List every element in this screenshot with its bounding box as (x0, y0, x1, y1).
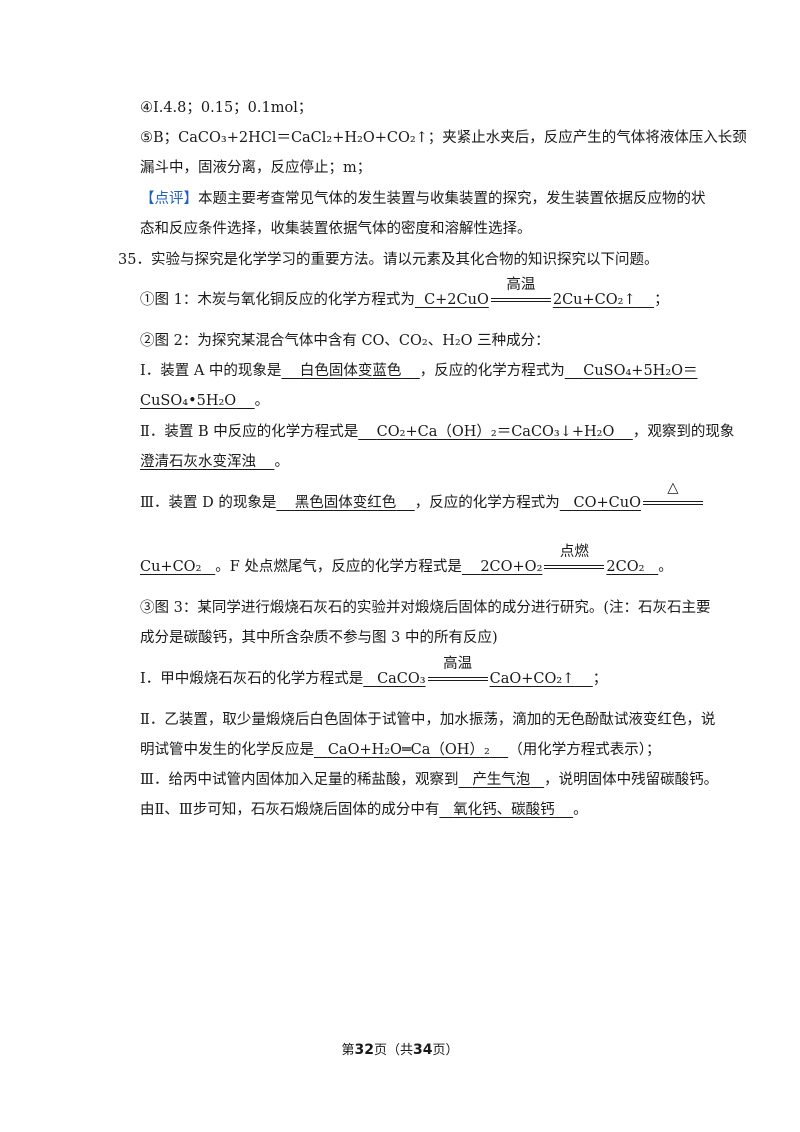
q35-part3-iii: Ⅲ．给丙中试管内固体加入足量的稀盐酸，观察到 产生气泡 ，说明固体中残留碳酸钙。 (140, 770, 718, 790)
phenomenon-text: 澄清石灰水变浑浊 (140, 454, 256, 470)
q35-conclusion-suffix: 。 (573, 802, 588, 818)
q35-part1: ①图 1：木炭与氧化铜反应的化学方程式为 C+2CuO 高温 2Cu+CO₂↑ ； (140, 277, 669, 310)
equation-text: CaO+H₂O═Ca（OH）₂ (327, 742, 490, 758)
condition-label: 高温 (506, 277, 536, 293)
equals-sign (427, 677, 488, 681)
equals-sign (642, 501, 703, 505)
q35-part2-ii-suffix: 。 (274, 454, 289, 470)
footer-pre: 第 (341, 1043, 355, 1058)
page-total: 34 (413, 1042, 433, 1058)
equation-text: CuSO₄+5H₂O＝ (583, 363, 698, 379)
equation-text: CO₂+Ca（OH）₂＝CaCO₃↓+H₂O (376, 424, 615, 440)
eq-reactants: C+2CuO (424, 292, 489, 308)
q35-part1-answer: C+2CuO 高温 2Cu+CO₂↑ (415, 277, 654, 310)
q35-part1-prefix: ①图 1：木炭与氧化铜反应的化学方程式为 (140, 292, 415, 308)
review-line2: 态和反应条件选择，收集装置依据气体的密度和溶解性选择。 (140, 221, 532, 237)
review-tag: 【点评】 (140, 191, 198, 207)
q35-part2-ii-phenomenon: 澄清石灰水变浑浊 (140, 454, 274, 470)
q35-part3-i-prefix: Ⅰ．甲中煅烧石灰石的化学方程式是 (140, 671, 364, 687)
q35-part3-i-suffix: ； (592, 671, 608, 687)
eq-reactants: CO+CuO (573, 495, 641, 511)
q35-part2-iii-line1: Ⅲ．装置 D 的现象是 黑色固体变红色 ，反应的化学方程式为 CO+CuO △ (140, 480, 705, 513)
q35-part2-i-mid: ，反应的化学方程式为 (419, 363, 565, 379)
eq-reactants: CaCO₃ (377, 671, 426, 687)
q35-part3-ii-line2: 明试管中发生的化学反应是 CaO+H₂O═Ca（OH）₂ （用化学方程式表示）； (140, 740, 660, 760)
q35-part3-ii-suffix: （用化学方程式表示）； (508, 742, 661, 758)
phenomenon-text: 白色固体变蓝色 (299, 363, 402, 379)
q35-part2-ii-prefix: Ⅱ．装置 B 中反应的化学方程式是 (140, 424, 359, 440)
answer-text: 氧化钙、碳酸钙 (453, 802, 555, 818)
q35-part2-ii-line2: 澄清石灰水变浑浊 。 (140, 452, 289, 472)
q35-part2-ii-mid: ，观察到的现象 (632, 424, 735, 440)
q35-part3-iii-suffix: ，说明固体中残留碳酸钙。 (544, 772, 719, 788)
q35-part2-i-phenomenon: 白色固体变蓝色 (281, 363, 419, 379)
eq-condition: 高温 (490, 277, 551, 310)
eq-products: CaO+CO₂↑ (489, 671, 575, 687)
q35-part3-ii-prefix: 明试管中发生的化学反应是 (140, 742, 314, 758)
q35-part2-iii-mid: ，反应的化学方程式为 (414, 495, 560, 511)
q35-part2-i-line2: CuSO₄•5H₂O 。 (140, 391, 269, 411)
q35-part2-ii-equation: CO₂+Ca（OH）₂＝CaCO₃↓+H₂O (358, 424, 633, 440)
q35-part2-iii-equation-part2: Cu+CO₂ (140, 559, 215, 575)
q35-part3-intro-line2: 成分是碳酸钙，其中所含杂质不参与图 3 中的所有反应) (140, 630, 498, 646)
review-text-1: 本题主要考查常见气体的发生装置与收集装置的探究，发生装置依据反应物的状 (198, 191, 706, 207)
q35-part3-i-equation: CaCO₃ 高温 CaO+CO₂↑ (363, 656, 593, 689)
eq-condition: △ (642, 480, 703, 513)
eq-products: Cu+CO₂ (140, 559, 202, 575)
footer-mid: 页（共 (373, 1043, 413, 1058)
q35-part2-f-text: 。F 处点燃尾气，反应的化学方程式是 (215, 559, 462, 575)
q35-part2-iii-equation-part1: CO+CuO (560, 495, 641, 511)
q35-part2-i-line1: Ⅰ．装置 A 中的现象是 白色固体变蓝色 ，反应的化学方程式为 CuSO₄+5H… (140, 361, 698, 381)
q35-part2-intro: ②图 2：为探究某混合气体中含有 CO、CO₂、H₂O 三种成分： (140, 333, 550, 349)
q35-part2-i-equation-part1: CuSO₄+5H₂O＝ (565, 363, 698, 379)
eq-condition: 高温 (427, 656, 488, 689)
q35-part2-iii-phenomenon: 黑色固体变红色 (276, 495, 414, 511)
answer-item-5-line2: 漏斗中，固液分离，反应停止；m； (140, 160, 372, 176)
q35-part3-iii-phenomenon: 产生气泡 (458, 772, 544, 788)
q35-part2-i-prefix: Ⅰ．装置 A 中的现象是 (140, 363, 282, 379)
q35-part3-i: Ⅰ．甲中煅烧石灰石的化学方程式是 CaCO₃ 高温 CaO+CO₂↑ ； (140, 656, 608, 689)
eq-products: 2Cu+CO₂↑ (552, 292, 636, 308)
phenomenon-text: 黑色固体变红色 (294, 495, 397, 511)
review-line1: 【点评】本题主要考查常见气体的发生装置与收集装置的探究，发生装置依据反应物的状 (140, 189, 706, 209)
q35-part3-ii-line1: Ⅱ．乙装置，取少量煅烧后白色固体于试管中，加水振荡，滴加的无色酚酞试液变红色，说 (140, 712, 716, 728)
q35-part2-iii-prefix: Ⅲ．装置 D 的现象是 (140, 495, 277, 511)
q35-part1-suffix: ； (654, 292, 669, 308)
phenomenon-text: 产生气泡 (472, 772, 531, 788)
footer-post: 页） (432, 1043, 459, 1058)
q35-part3-ii-equation: CaO+H₂O═Ca（OH）₂ (314, 742, 508, 758)
equals-sign (544, 565, 605, 569)
q35-part2-iii-line2: Cu+CO₂ 。F 处点燃尾气，反应的化学方程式是 2CO+O₂ 点燃 2CO₂ 。 (140, 544, 673, 577)
eq-condition: 点燃 (544, 544, 605, 577)
condition-label: 点燃 (559, 544, 589, 560)
equation-text: CuSO₄•5H₂O (140, 393, 237, 409)
eq-reactants: 2CO+O₂ (480, 559, 543, 575)
page-number: 32 (354, 1042, 374, 1058)
q35-conclusion: 由Ⅱ、Ⅲ步可知，石灰石煅烧后固体的成分中有 氧化钙、碳酸钙 。 (140, 800, 588, 820)
q35-part2-ii-line1: Ⅱ．装置 B 中反应的化学方程式是 CO₂+Ca（OH）₂＝CaCO₃↓+H₂O… (140, 422, 734, 442)
condition-label: 高温 (443, 656, 473, 672)
answer-item-4: ④I.4.8；0.15；0.1mol； (140, 100, 313, 116)
equals-sign (490, 298, 551, 302)
q35-part2-i-suffix: 。 (254, 393, 270, 409)
q35-conclusion-answer: 氧化钙、碳酸钙 (439, 802, 573, 818)
page-footer: 第32页（共34页） (0, 1039, 800, 1058)
q35-conclusion-prefix: 由Ⅱ、Ⅲ步可知，石灰石煅烧后固体的成分中有 (140, 802, 440, 818)
q35-part3-iii-prefix: Ⅲ．给丙中试管内固体加入足量的稀盐酸，观察到 (140, 772, 459, 788)
question-35-stem: 35．实验与探究是化学学习的重要方法。请以元素及其化合物的知识探究以下问题。 (118, 252, 659, 268)
q35-part3-intro-line1: ③图 3：某同学进行煅烧石灰石的实验并对煅烧后固体的成分进行研究。(注：石灰石主… (140, 600, 711, 616)
condition-label: △ (667, 480, 679, 496)
answer-item-5-line1: ⑤B；CaCO₃+2HCl＝CaCl₂+H₂O+CO₂↑；夹紧止水夹后，反应产生… (140, 130, 747, 146)
q35-part2-f-suffix: 。 (658, 559, 673, 575)
q35-part2-i-equation-part2: CuSO₄•5H₂O (140, 393, 255, 409)
q35-part2-f-equation: 2CO+O₂ 点燃 2CO₂ (462, 544, 658, 577)
eq-products: 2CO₂ (606, 559, 645, 575)
